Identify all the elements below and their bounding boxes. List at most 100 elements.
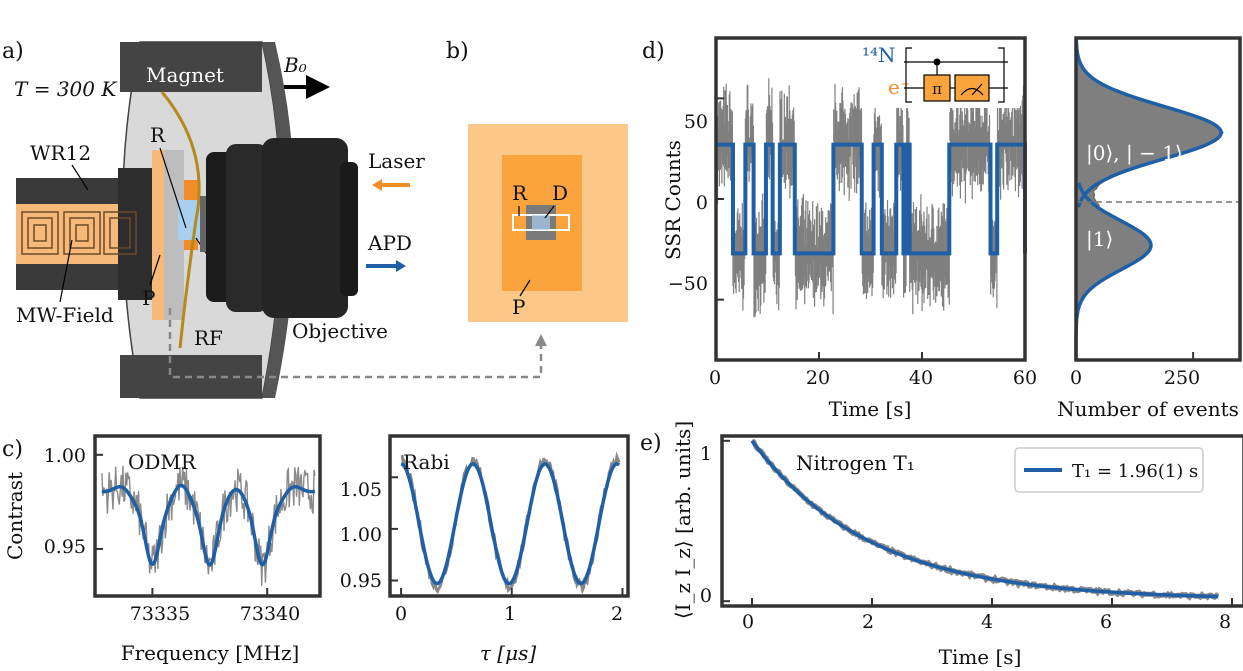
ssr-ytick-0: 50 bbox=[684, 111, 708, 133]
zoom-r-label: R bbox=[512, 181, 528, 205]
t1-xtick-2: 4 bbox=[981, 611, 993, 633]
rabi-fit bbox=[400, 462, 621, 586]
t1-xtick-3: 6 bbox=[1100, 611, 1112, 633]
ssr-ytick-1: 0 bbox=[696, 192, 708, 214]
objective-label: Objective bbox=[292, 319, 388, 343]
t1-ytick-1: 0 bbox=[700, 585, 712, 607]
histogram-frame bbox=[1074, 36, 1242, 362]
histogram-bars bbox=[1075, 37, 1224, 362]
rf-wire bbox=[160, 91, 201, 349]
hist-xlabel: Number of events bbox=[1057, 397, 1239, 421]
t1-fit bbox=[750, 439, 1219, 599]
temperature-label: T = 300 K bbox=[14, 77, 117, 101]
circuit-n14-label: ¹⁴N bbox=[862, 43, 896, 67]
histogram-fit-state0 bbox=[1074, 37, 1224, 208]
zoom-p-label: P bbox=[512, 295, 525, 319]
histogram-chart: 0 250 Number of events |0⟩, | − 1⟩ |1⟩ bbox=[1057, 36, 1242, 421]
t1-xtick-4: 8 bbox=[1219, 611, 1231, 633]
mw-field-label: MW-Field bbox=[16, 303, 114, 327]
ssr-noise-path bbox=[716, 78, 1025, 318]
odmr-fit bbox=[101, 483, 316, 567]
panel-label-d: d) bbox=[642, 39, 665, 64]
objective-back bbox=[340, 162, 358, 296]
zoom-d-label: D bbox=[552, 181, 568, 205]
ssr-ytick-2: −50 bbox=[668, 273, 708, 295]
rabi-raw-trace bbox=[400, 451, 621, 595]
odmr-xtick-1: 73340 bbox=[240, 603, 300, 625]
sample-plate bbox=[152, 150, 164, 320]
rabi-xlabel: τ [μs] bbox=[480, 641, 536, 665]
rabi-xtick-2: 2 bbox=[611, 603, 623, 625]
ssr-xtick-2: 40 bbox=[909, 367, 933, 389]
odmr-title: ODMR bbox=[128, 450, 197, 474]
rabi-chart: Rabi 1.05 1.00 0.95 0 1 2 τ [μs] bbox=[340, 434, 630, 665]
ssr-raw-trace bbox=[716, 78, 1025, 318]
circuit-electron-label: e⁻ bbox=[888, 75, 910, 99]
waveguide-interior bbox=[16, 204, 128, 264]
rabi-xtick-0: 0 bbox=[395, 603, 407, 625]
ssr-ylabel: SSR Counts bbox=[661, 140, 685, 260]
wr12-leader bbox=[71, 164, 89, 191]
t1-legend-label: T₁ = 1.96(1) s bbox=[1072, 461, 1198, 482]
t1-chart: Nitrogen T₁ T₁ = 1.96(1) s 1 0 0 2 4 6 8… bbox=[671, 421, 1243, 669]
objective-body bbox=[262, 138, 348, 318]
t1-ylabel: ⟨I_z I_z⟩ [arb. units] bbox=[671, 421, 695, 619]
panel-label-b: b) bbox=[446, 39, 469, 64]
meter-icon bbox=[960, 87, 984, 96]
hist-xtick-0: 0 bbox=[1070, 367, 1082, 389]
hist-xtick-1: 250 bbox=[1164, 367, 1200, 389]
pi-gate bbox=[923, 74, 951, 102]
odmr-xlabel: Frequency [MHz] bbox=[121, 641, 300, 665]
rabi-ytick-0: 1.05 bbox=[340, 479, 382, 501]
state0-label: |0⟩, | − 1⟩ bbox=[1086, 141, 1183, 166]
panel-label-a: a) bbox=[2, 39, 24, 64]
rf-label: RF bbox=[194, 326, 223, 350]
ssr-state-trace bbox=[716, 142, 1027, 256]
zoom-connector bbox=[168, 308, 543, 379]
magnet-top-block bbox=[120, 42, 262, 92]
odmr-ylabel: Contrast bbox=[3, 472, 27, 560]
ssr-chart: 0 20 40 60 50 0 −50 Time [s] SSR Counts … bbox=[661, 36, 1037, 421]
odmr-noise-path bbox=[101, 465, 316, 586]
wr12-label: WR12 bbox=[30, 141, 91, 165]
odmr-ytick-1: 0.95 bbox=[44, 536, 86, 558]
b0-label: B₀ bbox=[283, 53, 307, 77]
state1-label: |1⟩ bbox=[1086, 227, 1113, 252]
p-label: P bbox=[142, 286, 155, 310]
rabi-ytick-2: 0.95 bbox=[340, 570, 382, 592]
odmr-ytick-0: 1.00 bbox=[44, 445, 86, 467]
odmr-xtick-0: 73335 bbox=[130, 603, 190, 625]
laser-label: Laser bbox=[368, 149, 425, 173]
t1-title: Nitrogen T₁ bbox=[796, 451, 915, 475]
mw-field-leader bbox=[59, 239, 73, 303]
odmr-frame bbox=[93, 434, 322, 598]
magnet-label: Magnet bbox=[146, 63, 224, 87]
apd-label: APD bbox=[367, 231, 412, 255]
mw-field-loops bbox=[21, 211, 137, 255]
circuit-inset: ¹⁴N e⁻ π bbox=[860, 40, 1020, 108]
ssr-xtick-1: 20 bbox=[806, 367, 830, 389]
odmr-raw-trace bbox=[101, 465, 316, 586]
p-leader bbox=[149, 254, 161, 286]
panel-label-c: c) bbox=[2, 437, 23, 462]
pi-gate-label: π bbox=[932, 80, 942, 98]
rabi-xtick-1: 1 bbox=[504, 603, 516, 625]
rabi-ytick-1: 1.00 bbox=[340, 524, 382, 546]
objective-collar bbox=[226, 144, 268, 312]
setup-schematic: Magnet T = 300 K B₀ WR12 MW-Field R D P … bbox=[14, 41, 547, 399]
rabi-title: Rabi bbox=[403, 450, 450, 474]
ssr-xtick-3: 60 bbox=[1013, 367, 1037, 389]
panel-label-e: e) bbox=[640, 431, 662, 456]
t1-xtick-0: 0 bbox=[742, 611, 754, 633]
t1-xlabel: Time [s] bbox=[939, 645, 1022, 669]
t1-legend bbox=[1014, 447, 1204, 493]
ssr-xtick-0: 0 bbox=[709, 367, 721, 389]
odmr-chart: ODMR 1.00 0.95 73335 73340 Frequency [MH… bbox=[3, 434, 322, 665]
rabi-frame bbox=[388, 434, 630, 598]
waveguide-flange bbox=[118, 168, 152, 300]
r-label: R bbox=[150, 123, 166, 147]
sample-holder bbox=[164, 150, 184, 320]
r-leader bbox=[159, 147, 187, 229]
ssr-xlabel: Time [s] bbox=[829, 397, 912, 421]
